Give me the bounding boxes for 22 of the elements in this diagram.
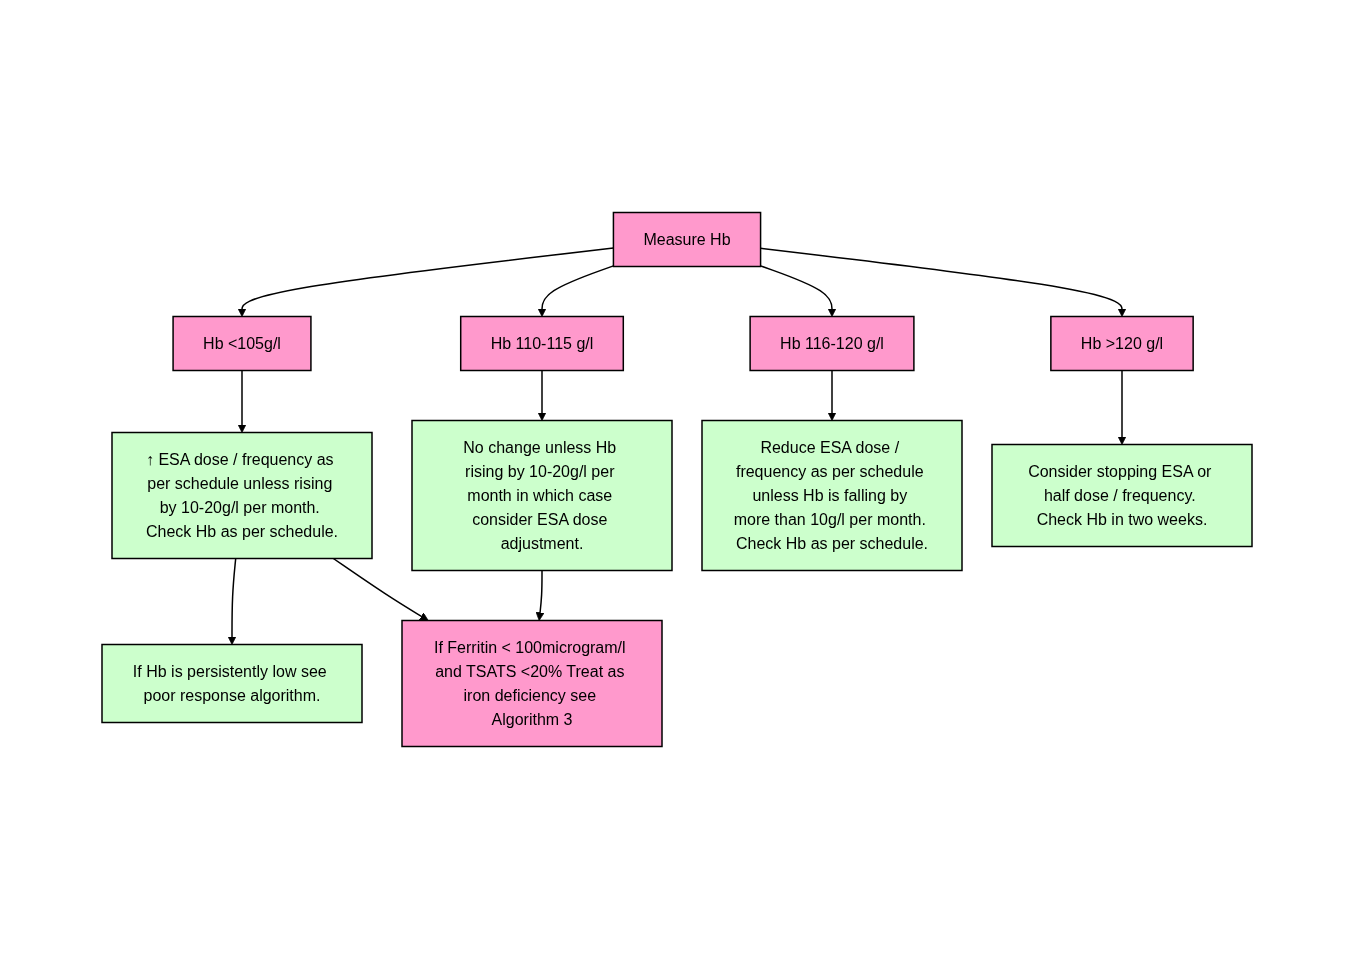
node-box: If Hb is persistently low see poor response algorithm. [100, 643, 363, 724]
arrow [535, 569, 544, 621]
arrow [827, 369, 836, 421]
node-box: ↑ ESA dose / frequency as per schedule unless rising by 10-20g/l per month. Check Hb as per schedule. [110, 431, 373, 560]
node-box: Hb 110-115 g/l [459, 315, 624, 372]
node-box: Reduce ESA dose / frequency as per schedule unless Hb is falling by more than 10g/l per month. Check Hb as per schedule. [700, 419, 963, 572]
node-box: Hb <105g/l [171, 315, 312, 372]
arrow [537, 265, 614, 317]
arrow [1117, 369, 1126, 445]
arrow [759, 247, 1126, 317]
node-box: Measure Hb [612, 211, 761, 268]
arrow [227, 557, 236, 645]
arrow [537, 369, 546, 421]
node-box: Consider stopping ESA or half dose / frequency. Check Hb in two weeks. [990, 443, 1253, 548]
arrow [332, 557, 429, 621]
arrow [237, 247, 614, 317]
node-box: Hb >120 g/l [1049, 315, 1194, 372]
node-box: If Ferritin < 100microgram/l and TSATS <20% Treat as iron deficiency see Algorithm 3 [400, 619, 663, 748]
node-box: Hb 116-120 g/l [748, 315, 915, 372]
arrow [759, 265, 836, 317]
node-box: No change unless Hb rising by 10-20g/l per month in which case consider ESA dose adjustment. [410, 419, 673, 572]
arrow [237, 369, 246, 433]
